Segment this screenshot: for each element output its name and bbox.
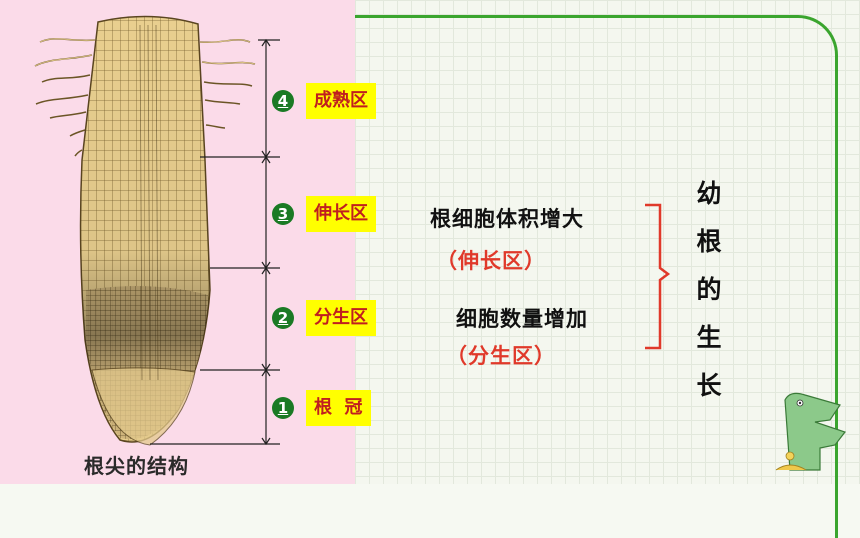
zone-root-cap: 1 根 冠 — [272, 390, 371, 426]
zone-maturation: 4 成熟区 — [272, 83, 376, 119]
zone-number-badge: 3 — [272, 203, 294, 225]
zone-number-badge: 1 — [272, 397, 294, 419]
vertical-title-char: 的 — [696, 275, 722, 304]
zone-number-badge: 4 — [272, 90, 294, 112]
right-panel-background — [355, 0, 860, 484]
meristem-zone-note: （分生区） — [446, 344, 556, 368]
zone-meristem: 2 分生区 — [272, 300, 376, 336]
elongation-zone-note: （伸长区） — [436, 249, 546, 273]
vertical-title-char: 幼 — [696, 179, 722, 208]
vertical-title-char: 长 — [696, 371, 722, 400]
zone-label: 伸长区 — [306, 196, 376, 232]
vertical-title: 幼 根 的 生 长 — [693, 170, 725, 410]
zone-label: 根 冠 — [306, 390, 371, 426]
zone-measurement-lines — [150, 38, 280, 446]
vertical-title-char: 根 — [696, 227, 722, 256]
diagram-caption: 根尖的结构 — [84, 454, 189, 478]
vertical-title-char: 生 — [696, 323, 722, 352]
zone-label: 成熟区 — [306, 83, 376, 119]
crocodile-icon — [775, 392, 846, 471]
root-tip-illustration — [34, 15, 846, 471]
zone-label: 分生区 — [306, 300, 376, 336]
cell-number-increase-text: 细胞数量增加 — [456, 307, 588, 331]
zone-number-badge: 2 — [272, 307, 294, 329]
zone-elongation: 3 伸长区 — [272, 196, 376, 232]
bracket — [645, 203, 671, 350]
green-frame — [355, 15, 838, 538]
cell-volume-increase-text: 根细胞体积增大 — [430, 207, 584, 231]
